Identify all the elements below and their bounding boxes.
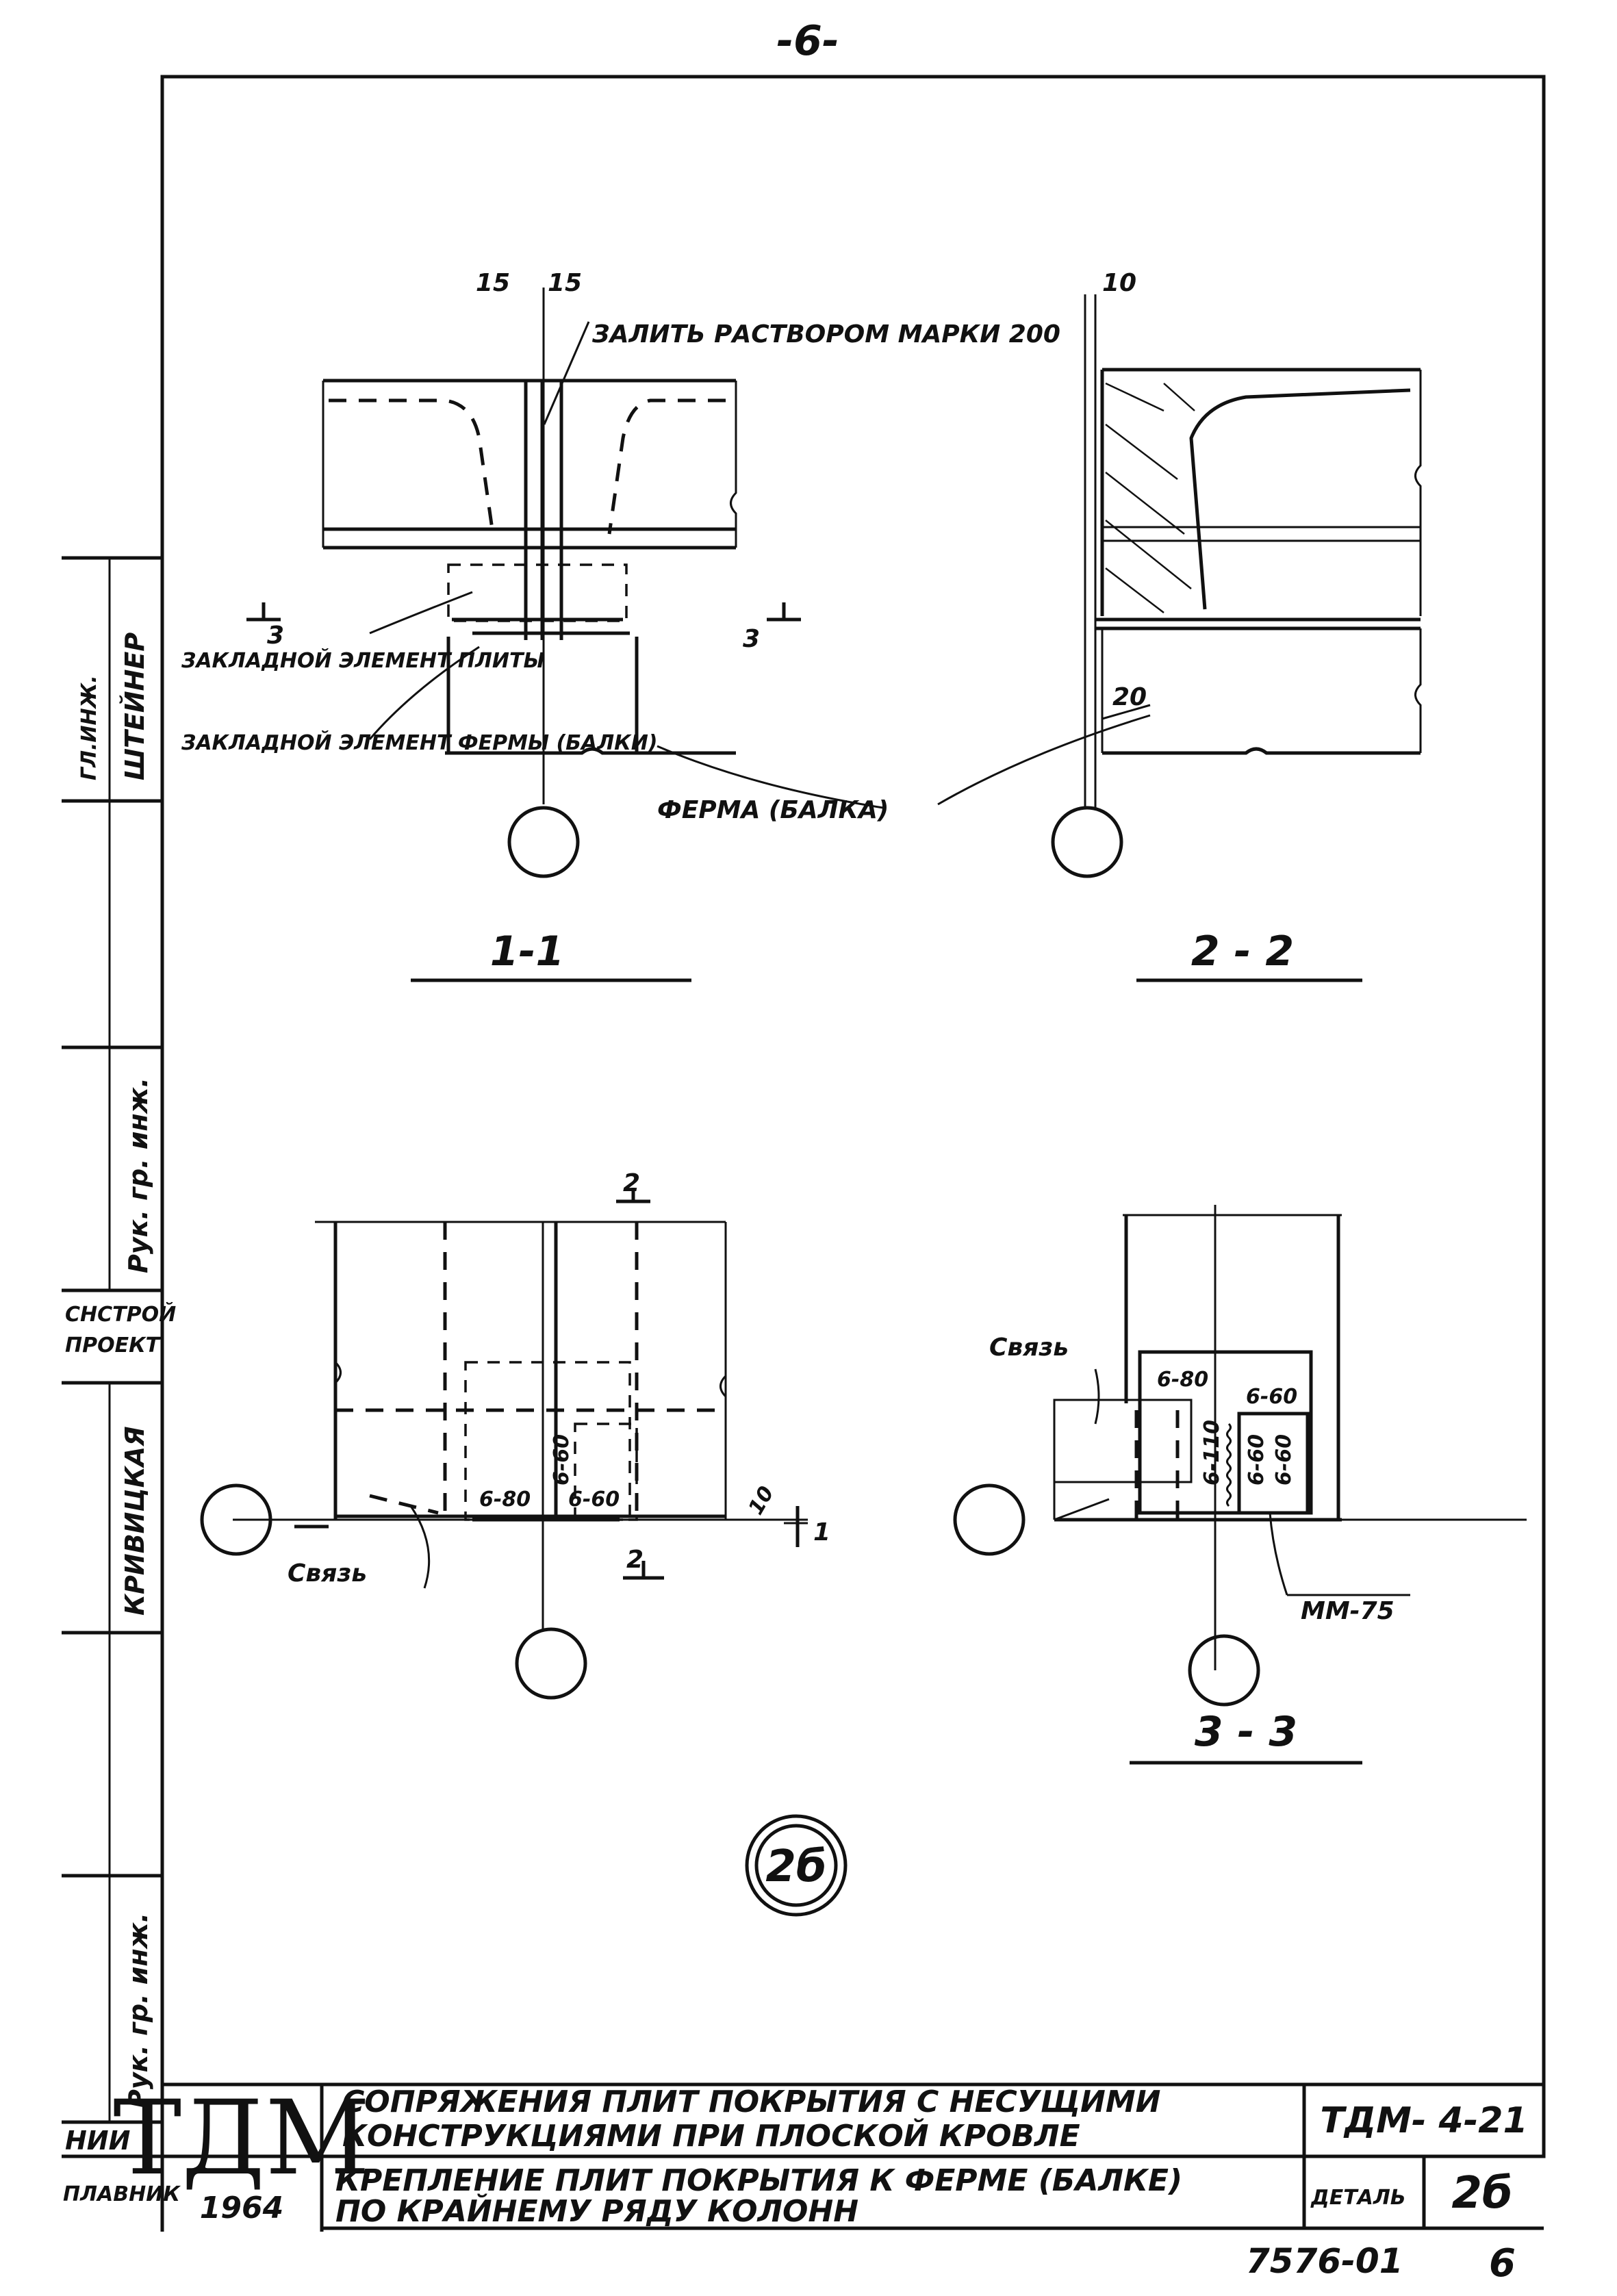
title-line-2: КОНСТРУКЦИЯМИ ПРИ ПЛОСКОЙ КРОВЛЕ [342, 2117, 1080, 2154]
drawing-frame [160, 75, 1546, 2158]
section-title-2-2: 2 - 2 [1191, 928, 1294, 975]
drawing-code: ТДМ- 4-21 [1320, 2100, 1527, 2141]
weld-6-60-e: 6-60 [1272, 1434, 1296, 1485]
footer-number: 7576-01 [1246, 2241, 1403, 2281]
section-2-2-drawing [937, 294, 1422, 878]
stamp-top-name: ШТЕЙНЕР [120, 633, 150, 780]
cut-3-left: 3 [267, 622, 284, 650]
dim-15-right: 15 [548, 269, 582, 297]
dim-20: 20 [1112, 683, 1147, 711]
dim-10-top: 10 [1102, 269, 1136, 297]
stamp-org1: СНСТРОЙ [65, 1302, 176, 1327]
title-line-1: СОПРЯЖЕНИЯ ПЛИТ ПОКРЫТИЯ С НЕСУЩИМИ [342, 2084, 1160, 2119]
weld-6-60-d: 6-60 [1245, 1434, 1269, 1485]
dim-15-left: 15 [476, 269, 510, 297]
logo-tdm: ТДМ [113, 2079, 370, 2198]
section-title-1-1: 1-1 [490, 928, 564, 975]
weld-6-80-b: 6-80 [1157, 1368, 1208, 1392]
axis-bubble-plan-bottom [515, 1627, 587, 1700]
section-title-3-3: 3 - 3 [1195, 1708, 1297, 1756]
weld-6-60-c: 6-60 [1246, 1385, 1297, 1409]
detail-mark-outer [745, 1814, 848, 1917]
title-year: 1964 [200, 2191, 283, 2225]
page-number: -6- [776, 17, 839, 65]
axis-bubble-3-bottom [1188, 1634, 1260, 1707]
mm75-label: ММ-75 [1301, 1597, 1395, 1625]
stamp-org2: ПРОЕКТ [65, 1334, 162, 1357]
cut-2-top: 2 [623, 1169, 640, 1197]
weld-6-80-a: 6-80 [479, 1488, 531, 1511]
embed-plate-text: ЗАКЛАДНОЙ ЭЛЕМЕНТ ПЛИТЫ [181, 648, 545, 673]
cut-1: 1 [813, 1518, 830, 1546]
truss-label: ФЕРМА (БАЛКА) [657, 796, 889, 824]
svyaz-left-label: Связь [288, 1559, 367, 1587]
axis-bubble-3-left [953, 1483, 1026, 1556]
axis-bubble-2 [1051, 806, 1123, 878]
sub-line-1: КРЕПЛЕНИЕ ПЛИТ ПОКРЫТИЯ К ФЕРМЕ (БАЛКЕ) [335, 2163, 1182, 2198]
svyaz-right-label: Связь [989, 1334, 1069, 1362]
axis-bubble-1 [507, 806, 580, 878]
section-3-3-drawing [953, 1205, 1527, 1707]
detail-label: ДЕТАЛЬ [1310, 2186, 1406, 2210]
plan-view-drawing [200, 1188, 808, 1700]
stamp-name2: КРИВИЦКАЯ [120, 1427, 150, 1616]
footer-sheet: 6 [1489, 2241, 1516, 2286]
mortar-note: ЗАЛИТЬ РАСТВОРОМ МАРКИ 200 [591, 320, 1060, 348]
embed-truss-label: ЗАКЛАДНОЙ ЭЛЕМЕНТ ФЕРМЫ (БАЛКИ) [181, 730, 658, 755]
sub-line-2: ПО КРАЙНЕМУ РЯДУ КОЛОНН [335, 2193, 858, 2229]
weld-6-110: 6-110 [1200, 1420, 1224, 1485]
stamp-row2: Рук. гр. инж. [123, 1077, 153, 1273]
stamp-row4: Рук. гр. инж. [123, 1913, 153, 2108]
weld-6-60-b: 6-60 [568, 1488, 620, 1511]
title-block [62, 2082, 1544, 2232]
axis-bubble-plan-left [200, 1483, 272, 1556]
detail-mark-inner [754, 1824, 838, 1907]
dim-10-plan: 10 [744, 1482, 779, 1519]
cut-3-right: 3 [743, 625, 760, 653]
detail-mark-text: 2б [765, 1841, 826, 1892]
stamp-top-role: ГЛ.ИНЖ. [77, 675, 101, 780]
cut-2-bottom: 2 [626, 1546, 644, 1574]
embed-truss-text: ЗАКЛАДНОЙ ЭЛЕМЕНТ ФЕРМЫ (БАЛКИ) [181, 730, 658, 755]
stamp-bottom1: НИИ [65, 2126, 130, 2156]
section-1-1-drawing [246, 288, 884, 878]
detail-value: 2б [1451, 2168, 1512, 2219]
weld-6-60-a: 6-60 [550, 1434, 574, 1485]
embed-plate-label: ЗАКЛАДНОЙ ЭЛЕМЕНТ ПЛИТЫ [181, 648, 545, 673]
side-stamp [62, 556, 164, 2156]
